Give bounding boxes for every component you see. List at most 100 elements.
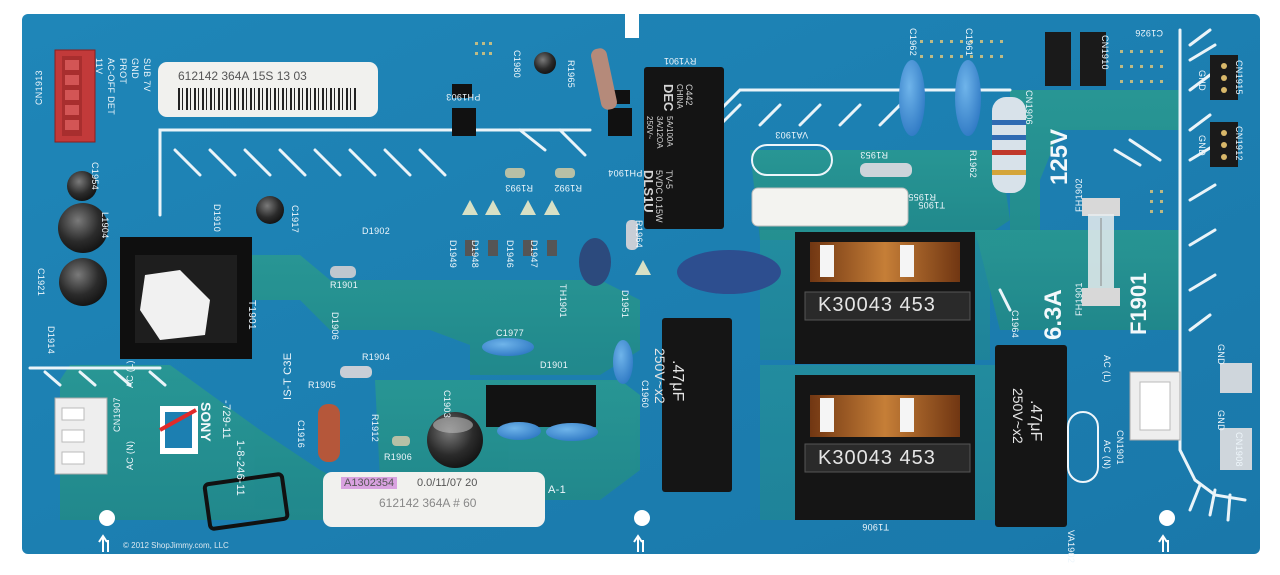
relay-model: DLS1U [641,170,656,213]
transformer-label: T1901 [246,300,257,330]
xcap-left-text: .47μF 250V~x2 [652,340,686,404]
sticker-bottom-date: 0.0/11/07 20 [417,477,478,489]
bridge-diodes [462,200,651,275]
ref-va1902: VA1902 [1066,530,1076,564]
cn1907-label: CN1907 [112,397,122,432]
electrolytic-capacitors-left [58,52,556,468]
cn1913-pin-3: PROT [118,58,128,85]
cn1913-pin-2: AC-OFF DET [106,58,116,115]
ref-c1916: C1916 [296,420,306,449]
barcode [178,88,358,110]
ref-d1947: D1947 [529,240,539,269]
ref-d1951: D1951 [620,290,630,319]
cn1907-ac-l: AC (L) [125,360,135,388]
relay-china: CHINA [675,84,684,109]
sticker-bottom-line: 612142 364A # 60 [379,496,477,510]
ref-d1949: D1949 [448,240,458,269]
ref-c1954: C1954 [90,162,100,191]
ref-r1962: R1962 [968,150,978,179]
ref-c1960: C1960 [640,380,650,409]
ref-a1: A-1 [548,484,567,496]
sticker-bottom: A1302354 0.0/11/07 20 612142 364A # 60 [323,472,545,527]
common-mode-chokes [795,232,975,520]
cn1901-label: CN1901 [1115,430,1125,465]
cn1915-label: CN1915 [1234,60,1244,95]
ref-c1921: C1921 [36,268,46,297]
ceramic-capacitors [482,60,981,441]
ref-va1903: VA1903 [775,130,809,140]
relay-tv5: TV-5 [664,170,674,190]
cn1901-ac-l: AC (L) [1102,355,1112,383]
gnd-label-4: GND [1216,410,1226,431]
xcap-right-text: .47μF 250V~x2 [1010,380,1044,444]
sticker-top: 612142 364A 15S 13 03 [158,62,378,117]
ref-r1993: R1993 [505,183,534,193]
xcap-left-voltage: 250V~x2 [652,348,668,404]
ref-d1902: D1902 [362,226,391,236]
cn1913-connector [54,49,96,143]
cn1913-pin-1: 11V [94,58,104,75]
solder-pads [475,40,1163,213]
ref-d1901: D1901 [540,360,569,370]
board-code-1: -729-11 [220,400,232,440]
cn1910-label: CN1910 [1100,35,1110,70]
ref-d1948: D1948 [470,240,480,269]
ref-c1903: C1903 [442,390,452,419]
resistors [330,48,1026,446]
mounting-holes [99,510,1175,526]
ref-c1980: C1980 [512,50,522,79]
relay-rating-3: 250V~ [645,116,654,140]
ref-r1906: R1906 [384,452,413,462]
cn1913-label: CN1913 [34,70,44,105]
fuse-current-label: 6.3A [1040,289,1067,340]
transformer-t1901 [120,237,252,359]
thermistor-th1901 [579,238,611,286]
capacitor-c1916 [318,404,340,462]
ref-d1910: D1910 [212,204,222,233]
gnd-label-3: GND [1216,344,1226,365]
ref-ph1903: PH1903 [446,92,481,102]
relay-rating-1: 5A/100A [665,116,674,147]
xcap-left-value: .47μF [669,360,686,402]
ref-th1901: TH1901 [558,284,568,318]
ref-c1964: C1964 [1010,310,1020,339]
cn1913-pin-4: GND [130,58,140,79]
ref-d1914: D1914 [46,326,56,355]
cement-resistor [751,187,909,227]
sticker-top-text: 612142 364A 15S 13 03 [178,69,307,83]
x-capacitors [662,318,1067,527]
sony-brand-label: SONY [198,402,214,442]
relay-text-block: RY1901 C442 CHINA DEC 5A/100A 3A/12OA 25… [641,56,724,228]
choke-marking-upper: K30043 453 [818,294,936,316]
rs-stamp [202,472,290,531]
sticker-bottom-code: A1302354 [341,477,398,489]
ref-d1946: D1946 [505,240,515,269]
ref-c1961: C1961 [964,28,974,57]
sony-logo-box [159,406,198,454]
relay-brand: DEC [661,84,676,112]
ground-symbols [751,144,1099,483]
cn1907-connector [54,397,108,475]
cn1913-pin-5: SUB 7V [142,58,152,92]
xcap-right-value: .47μF [1027,400,1044,442]
relay-ref-label: RY1901 [664,56,697,66]
ref-d1906: D1906 [330,312,340,341]
cn1908-label: CN1908 [1234,432,1244,467]
ref-l1904: L1904 [100,212,110,239]
arrow-marks [98,534,1169,552]
ref-r1912: R1912 [370,414,380,443]
ref-r1905: R1905 [308,380,337,390]
ref-r1965: R1965 [566,60,576,89]
ref-r1953: R1953 [860,150,889,160]
ref-c1917: C1917 [290,205,300,234]
fuse-voltage-label: 125V [1046,128,1073,185]
gnd-label-2: GND [1197,135,1207,156]
ref-c1962: C1962 [908,28,918,57]
ref-r1904: R1904 [362,352,391,362]
ref-t1905: T1905 [918,200,946,210]
ref-fh1901: FH1901 [1074,282,1084,316]
ref-t1906: T1906 [862,522,890,532]
ref-c1926: C1926 [1135,28,1164,38]
ref-r1901: R1901 [330,280,359,290]
